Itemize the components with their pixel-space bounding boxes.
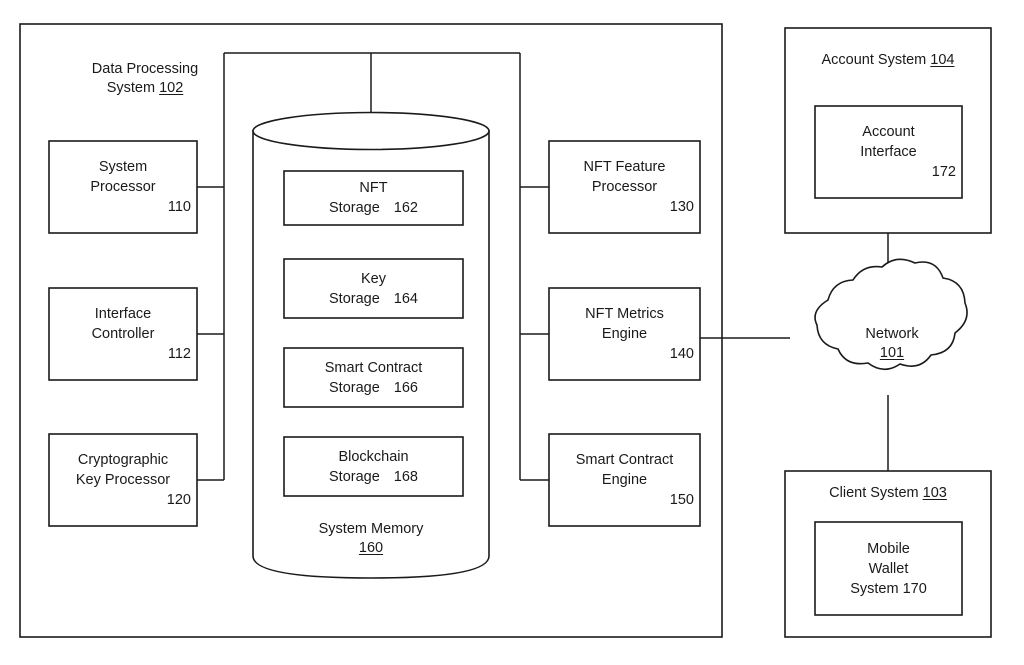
smart-contract-storage-line1: Smart Contract <box>324 359 423 376</box>
blockchain-storage-label: Blockchain Storage 168 <box>284 437 463 496</box>
account-interface-line2: Interface <box>860 144 917 160</box>
nft-feature-processor-label: NFT Feature Processor 130 <box>549 141 700 233</box>
nft-storage-ref-numeral: 162 <box>393 200 418 216</box>
mobile-wallet-ref-numeral: 170 <box>902 580 927 597</box>
system-processor-box[interactable] <box>48 140 198 234</box>
mobile-wallet-line1: Mobile <box>867 540 910 557</box>
smart-contract-storage-label: Smart Contract Storage 166 <box>284 348 463 407</box>
nft-feature-processor-line1: NFT Feature <box>583 159 666 175</box>
blockchain-storage-box[interactable] <box>283 436 464 497</box>
cryptographic-key-processor-label: Cryptographic Key Processor 120 <box>49 434 197 526</box>
blockchain-storage-line2-row: Storage 168 <box>329 467 418 487</box>
smart-contract-engine-line2: Engine <box>601 472 648 488</box>
nft-feature-processor-box[interactable] <box>548 140 701 234</box>
nft-feature-processor-line2: Processor <box>591 179 658 195</box>
mobile-wallet-line2: Wallet <box>868 560 909 577</box>
cryptographic-key-processor-box[interactable] <box>48 433 198 527</box>
smart-contract-storage-line2-row: Storage 166 <box>329 378 418 398</box>
key-storage-ref-numeral: 164 <box>393 290 418 307</box>
interface-controller-ref-numeral: 112 <box>167 346 191 362</box>
blockchain-storage-line1: Blockchain <box>338 448 409 465</box>
crypto-key-processor-ref-numeral: 120 <box>166 492 191 508</box>
interface-controller-line1: Interface <box>94 306 152 322</box>
interface-controller-label: Interface Controller 112 <box>49 288 197 380</box>
system-processor-ref-numeral: 110 <box>167 199 191 215</box>
smart-contract-engine-line1: Smart Contract <box>575 452 674 468</box>
smart-contract-storage-line2: Storage <box>329 379 380 396</box>
nft-storage-box[interactable] <box>283 170 464 226</box>
system-processor-line1: System <box>98 159 148 175</box>
nft-storage-line2: Storage <box>329 200 380 216</box>
crypto-key-processor-line2: Key Processor <box>75 472 171 488</box>
nft-metrics-engine-line1: NFT Metrics <box>585 306 664 322</box>
nft-storage-line1: NFT <box>359 180 388 196</box>
smart-contract-engine-ref-numeral: 150 <box>669 492 694 508</box>
blockchain-storage-ref-numeral: 168 <box>393 468 418 485</box>
system-memory-cylinder-top <box>252 111 490 151</box>
key-storage-line2: Storage <box>329 290 380 307</box>
key-storage-label: Key Storage 164 <box>284 259 463 318</box>
key-storage-line1: Key <box>361 270 386 287</box>
nft-metrics-engine-line2: Engine <box>601 326 648 342</box>
key-storage-line2-row: Storage 164 <box>329 289 418 309</box>
nft-storage-label: NFT Storage 162 <box>284 171 463 225</box>
mobile-wallet-system-box[interactable] <box>814 521 963 616</box>
nft-metrics-engine-box[interactable] <box>548 287 701 381</box>
nft-metrics-engine-label: NFT Metrics Engine 140 <box>549 288 700 380</box>
interface-controller-line2: Controller <box>91 326 155 342</box>
account-interface-box[interactable] <box>814 105 963 199</box>
nft-feature-processor-ref-numeral: 130 <box>669 199 694 215</box>
account-interface-label: Account Interface 172 <box>815 106 962 198</box>
nft-storage-line2-row: Storage 162 <box>329 198 418 218</box>
smart-contract-storage-box[interactable] <box>283 347 464 408</box>
mobile-wallet-line3: System <box>850 580 899 597</box>
nft-metrics-engine-ref-numeral: 140 <box>669 346 694 362</box>
account-interface-line1: Account <box>862 124 915 140</box>
system-processor-label: System Processor 110 <box>49 141 197 233</box>
system-processor-line2: Processor <box>90 179 156 195</box>
smart-contract-engine-box[interactable] <box>548 433 701 527</box>
smart-contract-engine-label: Smart Contract Engine 150 <box>549 434 700 526</box>
account-interface-ref-numeral: 172 <box>931 164 956 180</box>
smart-contract-storage-ref-numeral: 166 <box>393 379 418 396</box>
crypto-key-processor-line1: Cryptographic <box>77 452 169 468</box>
network-cloud-shape[interactable] <box>814 258 968 371</box>
blockchain-storage-line2: Storage <box>329 468 380 485</box>
key-storage-box[interactable] <box>283 258 464 319</box>
interface-controller-box[interactable] <box>48 287 198 381</box>
